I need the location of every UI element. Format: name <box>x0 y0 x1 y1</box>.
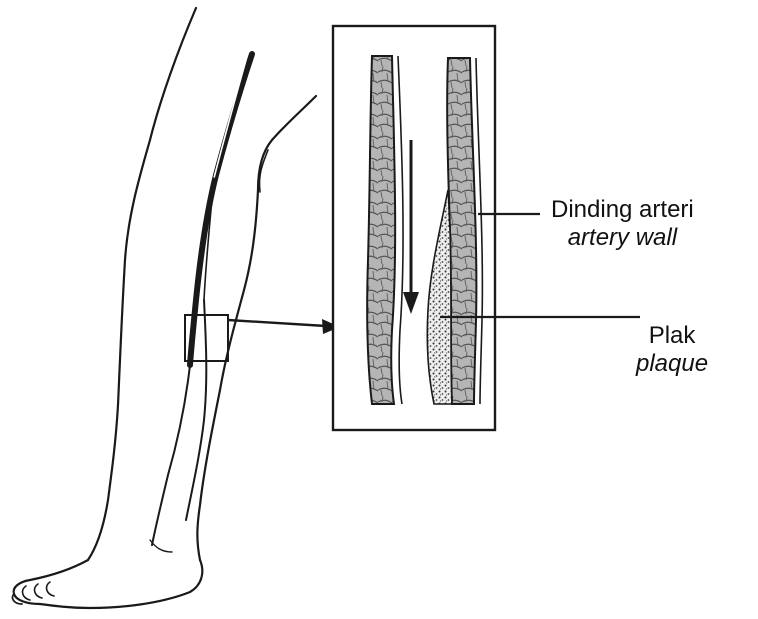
leg-back-contour <box>88 8 196 560</box>
artery-wall-label: Dinding arteri artery wall <box>551 196 694 252</box>
plaque-label-secondary: plaque <box>636 350 708 378</box>
artery-wall-label-primary: Dinding arteri <box>551 196 694 224</box>
artery-lower-left <box>152 365 190 545</box>
artery-inset-panel <box>333 26 495 430</box>
zoom-pointer-arrow <box>228 319 340 334</box>
left-artery-wall <box>367 56 395 404</box>
artery-main-thick <box>190 54 252 365</box>
artery-wall-label-secondary: artery wall <box>551 224 694 252</box>
leg-artery <box>152 54 252 545</box>
toe-3 <box>35 584 42 598</box>
foot-top <box>40 560 202 608</box>
leg-front-contour <box>197 96 316 560</box>
plaque-label-primary: Plak <box>636 322 708 350</box>
artery-main-inner <box>214 60 246 178</box>
plaque-label: Plak plaque <box>636 322 708 378</box>
toe-2 <box>23 586 30 600</box>
toe-4 <box>47 582 54 596</box>
leg-outline <box>12 8 316 608</box>
